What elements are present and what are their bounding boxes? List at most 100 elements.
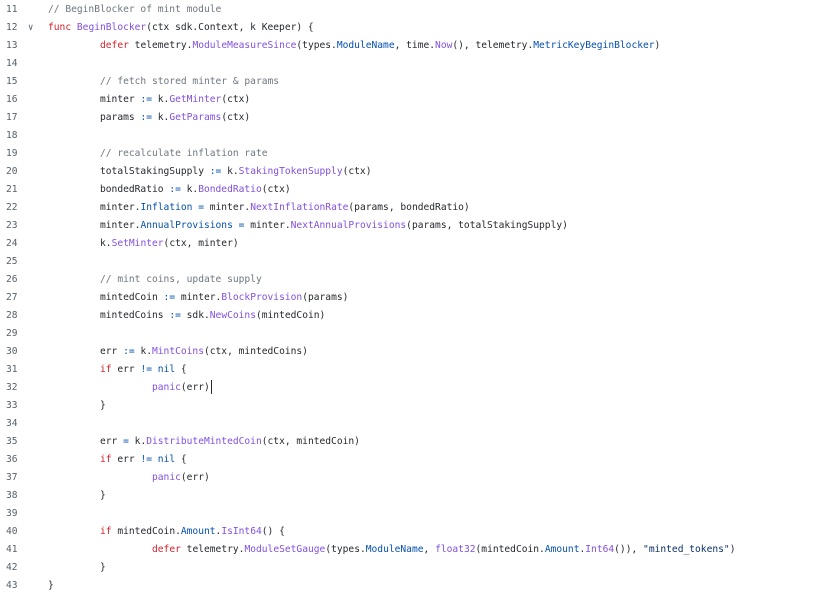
line-number: 34 (6, 418, 18, 429)
line-number: 14 (6, 58, 18, 69)
code-line[interactable]: 34 (0, 415, 813, 433)
code-line[interactable]: 38} (0, 487, 813, 505)
code-text: minter.Inflation = minter.NextInflationR… (100, 199, 470, 217)
code-token: (ctx) (221, 94, 251, 105)
code-text: if err != nil { (100, 361, 187, 379)
code-text: err := k.MintCoins(ctx, mintedCoins) (100, 343, 308, 361)
code-line[interactable]: 19 // recalculate inflation rate (0, 145, 813, 163)
code-token: panic (152, 382, 181, 393)
code-token: BondedRatio (198, 184, 262, 195)
code-text: err = k.DistributeMintedCoin(ctx, minted… (100, 433, 360, 451)
code-line[interactable]: 26// mint coins, update supply (0, 271, 813, 289)
line-number: 21 (6, 184, 18, 195)
line-number: 22 (6, 202, 18, 213)
code-token: } (100, 562, 106, 573)
code-line[interactable]: 11 // BeginBlocker of mint module (0, 1, 813, 19)
line-number: 33 (6, 400, 18, 411)
code-token: := (140, 94, 152, 105)
line-number: 35 (6, 436, 18, 447)
code-token: defer (100, 40, 129, 51)
code-text: // fetch stored minter & params (100, 73, 279, 91)
code-line[interactable]: 12∨func BeginBlocker(ctx sdk.Context, k … (0, 19, 813, 37)
code-token: Inflation (140, 202, 193, 213)
code-text: // mint coins, update supply (100, 271, 262, 289)
code-text: bondedRatio := k.BondedRatio(ctx) (100, 181, 291, 199)
code-token: err (100, 436, 124, 447)
line-number: 42 (6, 562, 18, 573)
code-line[interactable]: 30 err := k.MintCoins(ctx, mintedCoins) (0, 343, 813, 361)
line-number: 43 (6, 580, 18, 591)
code-text: k.SetMinter(ctx, minter) (100, 235, 239, 253)
code-token: := (169, 310, 181, 321)
code-line[interactable]: 18 (0, 127, 813, 145)
code-token: (types. (325, 544, 366, 555)
code-token: GetMinter (169, 94, 222, 105)
line-number: 19 (6, 148, 18, 159)
code-token: float32 (435, 544, 476, 555)
code-token: err (111, 454, 141, 465)
code-line[interactable]: 39 (0, 505, 813, 523)
code-text: mintedCoins := sdk.NewCoins(mintedCoin) (100, 307, 325, 325)
line-number: 37 (6, 472, 18, 483)
code-text: } (100, 397, 106, 415)
code-token: } (100, 400, 106, 411)
code-line[interactable]: 14 (0, 55, 813, 73)
code-token: BeginBlocker (76, 22, 147, 33)
line-number: 31 (6, 364, 18, 375)
code-line[interactable]: 21 bondedRatio := k.BondedRatio(ctx) (0, 181, 813, 199)
code-token: err (100, 346, 124, 357)
line-number: 30 (6, 346, 18, 357)
code-token: k. (100, 238, 112, 249)
line-number: 40 (6, 526, 18, 537)
line-number: 12 (6, 22, 18, 33)
code-token: (params, bondedRatio) (348, 202, 470, 213)
code-line[interactable]: 35 err = k.DistributeMintedCoin(ctx, mint… (0, 433, 813, 451)
fold-chevron-icon[interactable]: ∨ (28, 23, 34, 33)
code-token: ModuleName (336, 40, 395, 51)
code-token: minter. (244, 220, 291, 231)
code-line[interactable]: 29 (0, 325, 813, 343)
code-token: , (423, 544, 436, 555)
code-token: mintedCoins (100, 310, 170, 321)
code-token: (err) (180, 382, 210, 393)
code-token: := (140, 112, 152, 123)
line-number: 17 (6, 112, 18, 123)
code-line[interactable]: 25 (0, 253, 813, 271)
code-line[interactable]: 22 minter.Inflation = minter.NextInflatio… (0, 199, 813, 217)
code-token: panic (152, 472, 181, 483)
code-line[interactable]: 42} (0, 559, 813, 577)
code-token: = (123, 436, 129, 447)
code-line[interactable]: 15// fetch stored minter & params (0, 73, 813, 91)
code-token: ) (654, 40, 661, 51)
code-token: { (175, 364, 187, 375)
code-token: ) (729, 544, 736, 555)
code-text: // BeginBlocker of mint module (48, 1, 221, 19)
code-token: = (198, 202, 204, 213)
line-number: 23 (6, 220, 18, 231)
code-line[interactable]: 33} (0, 397, 813, 415)
code-token: MintCoins (152, 346, 204, 357)
code-token: // recalculate inflation rate (100, 148, 268, 159)
code-line[interactable]: 31 if err != nil { (0, 361, 813, 379)
code-token: minter. (100, 220, 141, 231)
code-token: BlockProvision (221, 292, 303, 303)
line-number: 16 (6, 94, 18, 105)
code-token: bondedRatio (100, 184, 170, 195)
code-line[interactable]: 43} (0, 577, 813, 595)
line-number: 11 (6, 4, 18, 15)
code-token: GetParams (169, 112, 222, 123)
